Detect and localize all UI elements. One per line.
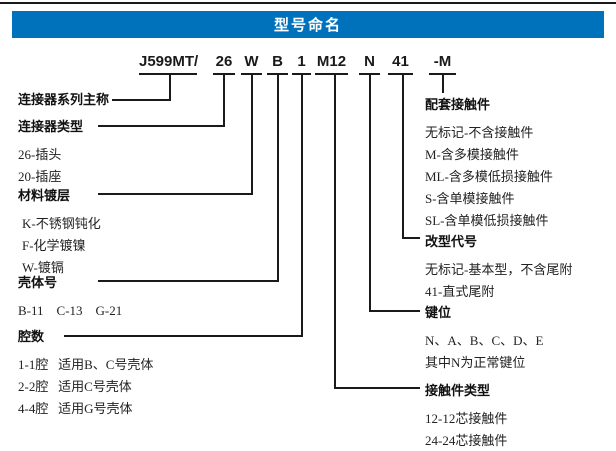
- group-series: 连接器系列主称: [18, 92, 109, 117]
- leader-horizontal-series: [112, 99, 171, 101]
- group-cavity-item: 4-4腔 适用G号壳体: [18, 401, 133, 416]
- code-segment-cavity: 1: [292, 53, 311, 75]
- leader-vertical-mod: [402, 75, 404, 239]
- group-contacts-item: 无标记-不含接触件: [425, 125, 534, 140]
- code-segment-shell: B: [267, 53, 288, 75]
- group-type-title: 连接器类型: [18, 119, 84, 134]
- leader-vertical-plating: [251, 75, 253, 195]
- group-mod: 改型代号 无标记-基本型，不含尾附 41-直式尾附: [425, 234, 572, 303]
- group-key-title: 键位: [425, 305, 452, 320]
- group-plating-item: K-不锈钢钝化: [22, 216, 101, 231]
- leader-vertical-type: [223, 75, 225, 127]
- group-cavity: 腔数 1-1腔 适用B、C号壳体 2-2腔 适用C号壳体 4-4腔 适用G号壳体: [18, 329, 153, 420]
- group-shell-title: 壳体号: [18, 275, 58, 290]
- leader-vertical-contact-type: [334, 75, 336, 389]
- leader-horizontal-mod: [402, 237, 420, 239]
- group-contact-type: 接触件类型 12-12芯接触件 24-24芯接触件: [425, 383, 507, 451]
- group-contacts-item: ML-含多模低损接触件: [425, 169, 553, 184]
- group-contacts-item: SL-含单模低损接触件: [425, 213, 549, 228]
- code-segment-series: J599MT/: [139, 53, 198, 75]
- group-plating-title: 材料镀层: [18, 188, 71, 203]
- top-divider: [0, 2, 616, 4]
- leader-horizontal-type: [98, 125, 225, 127]
- leader-horizontal-key: [369, 310, 420, 312]
- group-contact-type-item: 12-12芯接触件: [425, 411, 508, 426]
- group-type: 连接器类型 26-插头 20-插座: [18, 119, 83, 188]
- group-mod-title: 改型代号: [425, 234, 478, 249]
- code-segment-plating: W: [241, 53, 262, 75]
- leader-horizontal-shell: [98, 280, 279, 282]
- leader-vertical-shell: [277, 75, 279, 282]
- group-cavity-item: 1-1腔 适用B、C号壳体: [18, 357, 154, 372]
- leader-vertical-cavity: [301, 75, 303, 337]
- group-key-item: N、A、B、C、D、E: [425, 333, 544, 348]
- leader-vertical-contacts: [442, 75, 444, 93]
- group-contact-type-item: 24-24芯接触件: [425, 433, 508, 448]
- group-cavity-item: 2-2腔 适用C号壳体: [18, 379, 132, 394]
- group-key: 键位 N、A、B、C、D、E 其中N为正常键位: [425, 305, 543, 374]
- group-shell: 壳体号 B-11 C-13 G-21: [18, 275, 122, 322]
- leader-horizontal-cavity: [64, 335, 303, 337]
- group-contact-type-title: 接触件类型: [425, 383, 491, 398]
- group-shell-item: B-11 C-13 G-21: [18, 303, 123, 318]
- group-cavity-title: 腔数: [18, 329, 45, 344]
- group-contacts-title: 配套接触件: [425, 97, 491, 112]
- code-segment-contact-type: M12: [315, 53, 348, 75]
- group-key-item: 其中N为正常键位: [425, 355, 526, 370]
- leader-vertical-series: [169, 75, 171, 101]
- code-segment-mod: 41: [388, 53, 413, 75]
- leader-horizontal-plating: [98, 193, 253, 195]
- leader-horizontal-contact-type: [334, 387, 420, 389]
- group-contacts-item: S-含单模接触件: [425, 191, 515, 206]
- code-segment-key: N: [359, 53, 380, 75]
- code-segment-contacts: -M: [429, 53, 456, 75]
- group-mod-item: 41-直式尾附: [425, 284, 495, 299]
- section-header: 型号命名: [12, 11, 604, 38]
- group-contacts-item: M-含多模接触件: [425, 147, 519, 162]
- group-series-title: 连接器系列主称: [18, 92, 110, 107]
- group-type-item: 20-插座: [18, 169, 62, 184]
- group-type-item: 26-插头: [18, 147, 62, 162]
- code-segment-type: 26: [213, 53, 235, 75]
- leader-vertical-key: [369, 75, 371, 312]
- group-plating: 材料镀层 K-不锈钢钝化 F-化学镀镍 W-镀镉: [18, 188, 101, 279]
- group-plating-item: F-化学镀镍: [22, 238, 86, 253]
- group-contacts: 配套接触件 无标记-不含接触件 M-含多模接触件 ML-含多模低损接触件 S-含…: [425, 97, 553, 232]
- section-title: 型号命名: [273, 17, 342, 34]
- group-plating-item: W-镀镉: [22, 260, 64, 275]
- group-mod-item: 无标记-基本型，不含尾附: [425, 262, 573, 277]
